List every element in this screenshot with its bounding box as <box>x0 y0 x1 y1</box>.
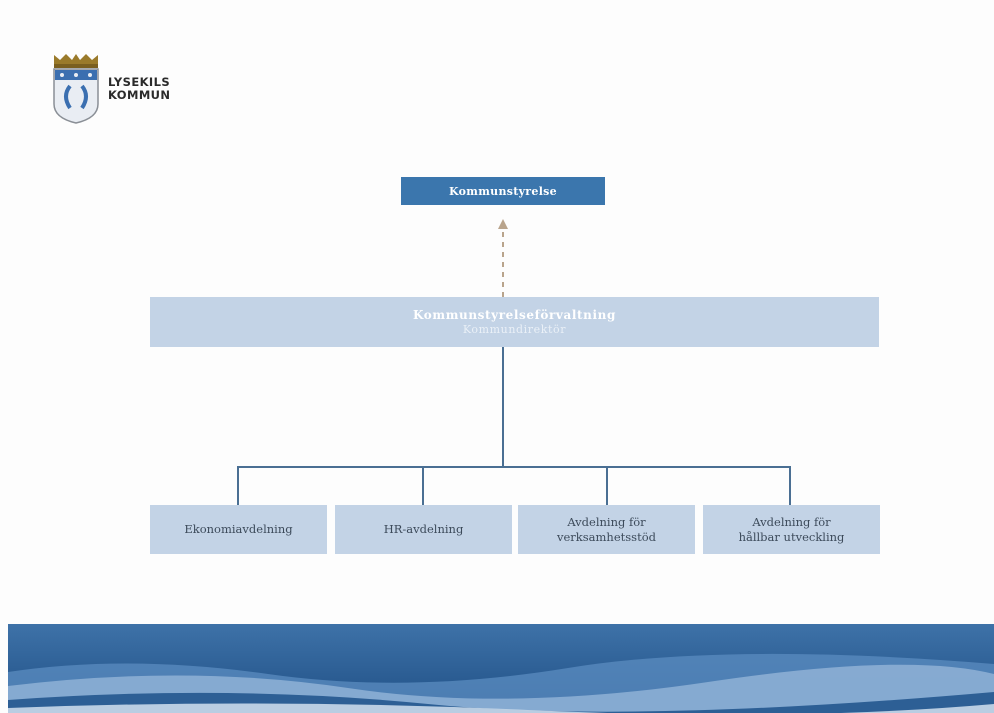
forvaltning-box: Kommunstyrelseförvaltning Kommundirektör <box>150 297 879 347</box>
department-label-line2: hållbar utveckling <box>738 529 845 544</box>
municipality-logo: LYSEKILS KOMMUN <box>50 52 250 127</box>
department-label-line1: Avdelning för <box>752 514 831 529</box>
department-box-economy: Ekonomiavdelning <box>150 505 327 554</box>
coat-of-arms-icon <box>53 54 99 124</box>
kommunstyrelse-label: Kommunstyrelse <box>449 184 557 198</box>
logo-line-1: LYSEKILS <box>108 75 171 89</box>
department-label-line1: Avdelning för <box>567 514 646 529</box>
logo-wordmark: LYSEKILS KOMMUN <box>108 76 170 102</box>
arrow-head-icon <box>498 219 508 229</box>
department-box-hr: HR-avdelning <box>335 505 512 554</box>
logo-line-2: KOMMUN <box>108 88 171 102</box>
forvaltning-title: Kommunstyrelseförvaltning <box>413 307 616 322</box>
department-label-line1: Ekonomiavdelning <box>184 522 293 536</box>
forvaltning-subtitle: Kommundirektör <box>462 322 567 336</box>
wave-footer <box>8 624 994 713</box>
department-box-sustainable-development: Avdelning för hållbar utveckling <box>703 505 880 554</box>
department-label-line1: HR-avdelning <box>383 522 464 536</box>
kommunstyrelse-box: Kommunstyrelse <box>401 177 605 205</box>
department-label-line2: verksamhetsstöd <box>557 529 656 544</box>
department-box-business-support: Avdelning för verksamhetsstöd <box>518 505 695 554</box>
